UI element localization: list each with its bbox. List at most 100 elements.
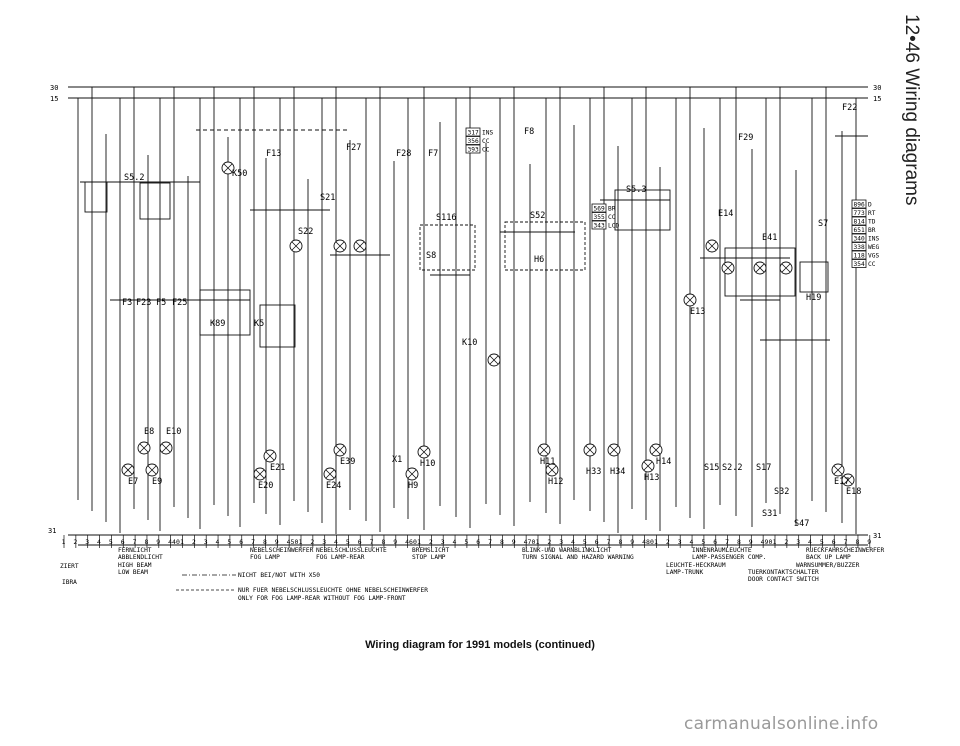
ruler-tick-label: 480	[642, 538, 654, 546]
ruler-tick-label: 7	[607, 538, 611, 546]
component-label-s116: S116	[436, 213, 456, 223]
component-label-h33: H33	[586, 467, 601, 477]
bus-15-label-right: 15	[873, 95, 881, 103]
ruler-tick-label: 9	[275, 538, 279, 546]
code-number: 651	[854, 227, 865, 234]
ruler-tick-label: 5	[346, 538, 350, 546]
component-label-s5-2: S5.2	[124, 173, 144, 183]
code-suffix: D	[868, 202, 872, 209]
code-number: 356	[468, 138, 479, 145]
ruler-tick-label: 7	[133, 538, 137, 546]
legend-ziert: ZIERT	[60, 563, 79, 570]
legend-interior-de: INNENRAUMLEUCHTE	[692, 547, 752, 554]
component-label-f8: F8	[524, 127, 534, 137]
ruler-tick-label: 6	[832, 538, 836, 546]
bus-15-label-left: 15	[50, 95, 58, 103]
ruler-tick-label: 1	[180, 538, 184, 546]
ruler-tick-label: 7	[370, 538, 374, 546]
ruler-tick-label: 9	[156, 538, 160, 546]
ruler-tick-label: 4	[808, 538, 812, 546]
ruler-tick-label: 8	[618, 538, 622, 546]
code-suffix: INS	[482, 130, 493, 137]
horizontal-wires	[80, 129, 868, 341]
legend-fog-en: FOG LAMP	[250, 554, 280, 561]
code-suffix: TD	[868, 219, 876, 226]
component-label-e13: E13	[690, 307, 705, 317]
component-label-e21: E21	[270, 463, 285, 473]
code-suffix: INS	[868, 236, 879, 243]
legend-backup-en: BACK UP LAMP	[806, 554, 851, 561]
ruler-tick-label: 6	[476, 538, 480, 546]
code-number: 354	[854, 261, 865, 268]
ruler-tick-label: 6	[713, 538, 717, 546]
ruler-tick-label: 1	[773, 538, 777, 546]
component-label-f25: F25	[172, 298, 187, 308]
component-label-s7: S7	[818, 219, 828, 229]
code-suffix: CC	[868, 261, 876, 268]
legend-trunk-de: LEUCHTE-HECKRAUM	[666, 562, 726, 569]
ruler-tick-label: 8	[381, 538, 385, 546]
bus-lines	[68, 86, 868, 546]
component-label-s21: S21	[320, 193, 335, 203]
component-label-e8: E8	[144, 427, 154, 437]
watermark: carmanualsonline.info	[684, 714, 879, 734]
ruler-tick-label: 1	[417, 538, 421, 546]
ruler-tick-label: 4	[690, 538, 694, 546]
ruler-tick-label: 1	[654, 538, 658, 546]
ruler-tick-label: 7	[844, 538, 848, 546]
legend-note-2: NUR FUER NEBELSCHLUSSLEUCHTE OHNE NEBELS…	[238, 587, 428, 594]
vertical-wires	[77, 87, 857, 534]
code-number: 338	[854, 244, 865, 251]
bus-30-label-left: 30	[50, 84, 58, 92]
ruler-tick-label: 8	[144, 538, 148, 546]
ruler-tick-label: 2	[310, 538, 314, 546]
ruler-tick-label: 2	[784, 538, 788, 546]
legend-rearfog-de: NEBELSCHLUSSLEUCHTE	[316, 547, 387, 554]
ruler-tick-label: 5	[583, 538, 587, 546]
legend-high-beam-de: FERNLICHT	[118, 547, 152, 554]
component-label-e41: E41	[762, 233, 777, 243]
component-label-h6: H6	[534, 255, 544, 265]
component-label-h11: H11	[540, 457, 555, 467]
legend-rearfog-en: FOG LAMP-REAR	[316, 554, 365, 561]
component-label-s8: S8	[426, 251, 436, 261]
ruler-tick-label: 7	[488, 538, 492, 546]
code-suffix: BR	[608, 206, 616, 213]
ruler-tick-label: 9	[630, 538, 634, 546]
ruler-tick-label: 440	[168, 538, 180, 546]
component-label-e10: E10	[166, 427, 181, 437]
ruler-tick-label: 490	[761, 538, 773, 546]
component-label-e14: E14	[718, 209, 733, 219]
code-number: 569	[594, 206, 605, 213]
ruler-tick-label: 6	[358, 538, 362, 546]
component-label-k10: K10	[462, 338, 477, 348]
ruler-tick-label: 2	[429, 538, 433, 546]
ruler-tick-label: 5	[820, 538, 824, 546]
legend-backup-de: RUECKFAHRSCHEINWERFER	[806, 547, 885, 554]
ruler-tick-label: 2	[73, 538, 77, 546]
code-number: 773	[854, 210, 865, 217]
component-label-h9: H9	[408, 481, 418, 491]
ruler-tick-label: 5	[701, 538, 705, 546]
ruler-tick-label: 7	[725, 538, 729, 546]
component-label-f7: F7	[428, 149, 438, 159]
ruler-tick-label: 3	[559, 538, 563, 546]
ruler-tick-label: 9	[512, 538, 516, 546]
figure-caption: Wiring diagram for 1991 models (continue…	[365, 639, 595, 651]
ruler-tick-label: 1	[62, 538, 66, 546]
code-number: 896	[854, 202, 865, 209]
ruler-tick-label: 2	[666, 538, 670, 546]
component-label-h34: H34	[610, 467, 625, 477]
ruler-tick-label: 2	[547, 538, 551, 546]
ruler-tick-label: 4	[334, 538, 338, 546]
ruler-tick-label: 4	[453, 538, 457, 546]
component-label-h14: H14	[656, 457, 671, 467]
ruler-tick-label: 1	[536, 538, 540, 546]
ruler-tick-label: 5	[464, 538, 468, 546]
